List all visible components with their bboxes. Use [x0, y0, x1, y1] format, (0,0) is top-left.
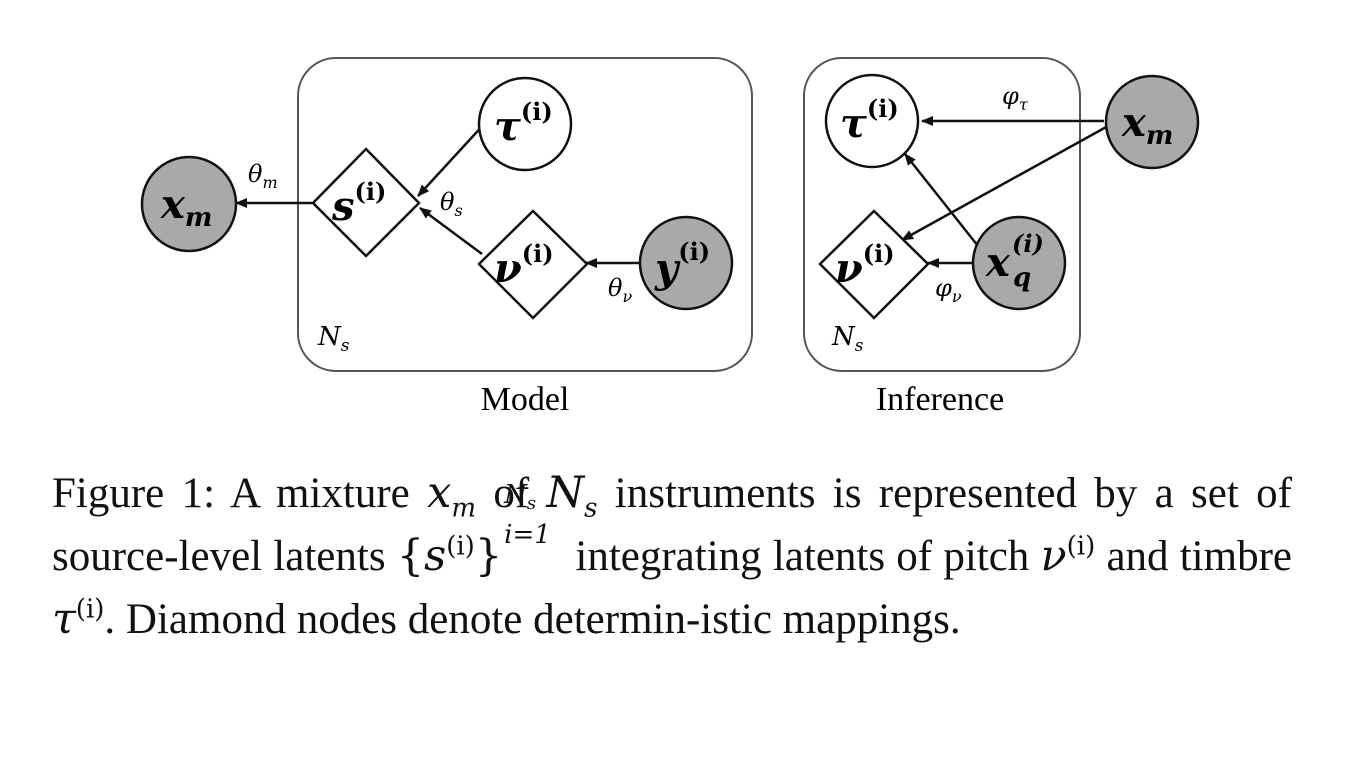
edge-tau-to-s	[417, 121, 487, 197]
inference-node-tau: τ(i)	[824, 73, 920, 169]
model-caption: Model	[481, 381, 570, 418]
model-node-nu: ν(i)	[477, 209, 589, 320]
edge-xq-to-tau	[904, 153, 979, 247]
svg-text:y(i): y(i)	[654, 237, 710, 292]
svg-text:xm: xm	[1121, 99, 1173, 151]
inference-plate-label: Ns	[831, 322, 864, 356]
graphical-model-diagram: Ns xm s(i) τ(i) ν(i) y(i)	[140, 57, 1200, 418]
svg-text:ν(i): ν(i)	[494, 239, 554, 292]
model-node-y: y(i)	[638, 215, 734, 311]
edge-label-phi-nu: φν	[935, 274, 962, 306]
inference-node-nu: ν(i)	[818, 209, 930, 320]
edge-nu-to-s	[419, 206, 483, 256]
inference-node-xm: xm	[1104, 74, 1200, 170]
svg-text:(i): (i)	[1012, 229, 1044, 258]
svg-text:x: x	[985, 239, 1011, 286]
model-node-xm: xm	[140, 155, 238, 253]
model-node-tau: τ(i)	[477, 76, 573, 172]
svg-text:q: q	[1013, 263, 1031, 293]
inference-node-xq: x q (i)	[971, 215, 1067, 311]
edge-label-theta-m: θm	[248, 160, 278, 192]
svg-text:xm: xm	[160, 181, 212, 233]
model-node-s: s(i)	[311, 147, 421, 258]
figure-caption: Figure 1: A mixture xm of Ns instruments…	[52, 468, 1292, 644]
svg-text:ν(i): ν(i)	[835, 239, 895, 292]
svg-text:τ(i): τ(i)	[494, 97, 553, 150]
model-plate-label: Ns	[317, 322, 350, 356]
svg-text:s(i): s(i)	[331, 177, 386, 230]
edge-xm-to-nu	[901, 124, 1109, 242]
inference-plate	[803, 57, 1081, 372]
svg-text:τ(i): τ(i)	[840, 94, 899, 147]
edge-label-theta-nu: θν	[608, 274, 632, 306]
model-plate	[297, 57, 753, 372]
inference-caption: Inference	[876, 381, 1004, 418]
edge-label-phi-tau: φτ	[1002, 82, 1029, 114]
edge-label-theta-s: θs	[440, 188, 463, 220]
